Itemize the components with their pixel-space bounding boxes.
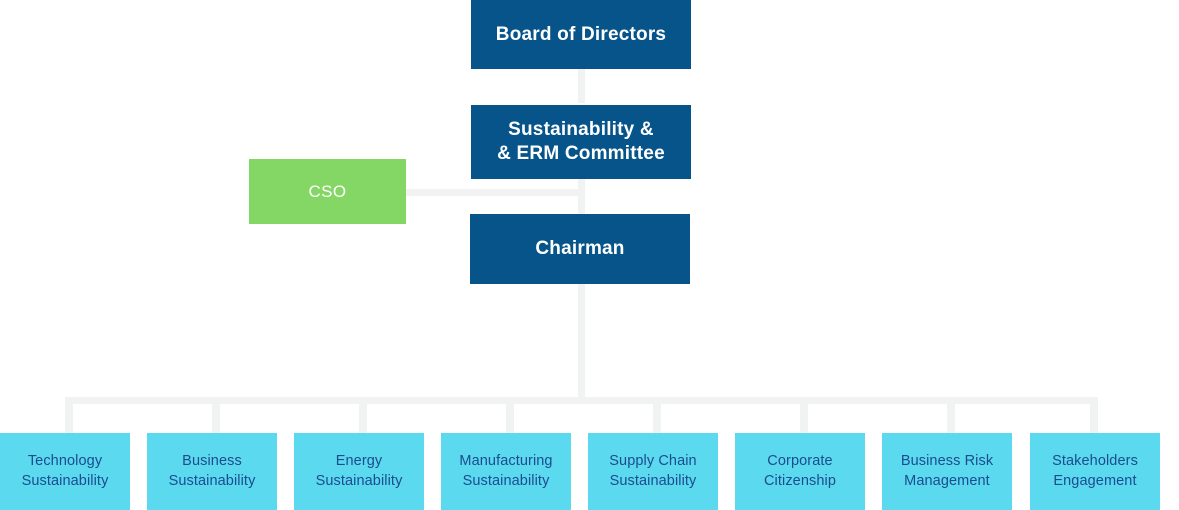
node-business-risk-management-label: Business Risk Management bbox=[900, 453, 994, 489]
connector-horizontal-bus bbox=[65, 397, 1098, 404]
node-board-of-directors-label: Board of Directors bbox=[495, 23, 667, 45]
node-business-sustainability-label: Business Sustainability bbox=[168, 453, 256, 489]
node-stakeholders-engagement-label: Stakeholders Engagement bbox=[1052, 453, 1138, 489]
connector-chairman-trunk-vertical bbox=[578, 284, 585, 397]
connector-board-to-committee bbox=[578, 69, 585, 103]
node-business-risk-management[interactable]: Business Risk Management bbox=[882, 433, 1012, 510]
node-manufacturing-sustainability[interactable]: Manufacturing Sustainability bbox=[441, 433, 571, 510]
connector-drop-6 bbox=[800, 397, 808, 433]
node-stakeholders-engagement[interactable]: Stakeholders Engagement bbox=[1030, 433, 1160, 510]
connector-drop-7 bbox=[947, 397, 955, 433]
connector-drop-3 bbox=[359, 397, 367, 433]
node-technology-sustainability-label: Technology Sustainability bbox=[21, 453, 109, 489]
connector-cso-to-trunk bbox=[406, 189, 581, 196]
node-technology-sustainability[interactable]: Technology Sustainability bbox=[0, 433, 130, 510]
node-corporate-citizenship[interactable]: Corporate Citizenship bbox=[735, 433, 865, 510]
node-supply-chain-sustainability[interactable]: Supply Chain Sustainability bbox=[588, 433, 718, 510]
connector-drop-4 bbox=[506, 397, 514, 433]
node-corporate-citizenship-label: Corporate Citizenship bbox=[763, 453, 837, 489]
connector-drop-5 bbox=[653, 397, 661, 433]
node-energy-sustainability-label: Energy Sustainability bbox=[315, 453, 403, 489]
node-cso-label: CSO bbox=[308, 181, 347, 201]
node-sustainability-erm-committee-label: Sustainability & & ERM Committee bbox=[497, 119, 665, 164]
node-supply-chain-sustainability-label: Supply Chain Sustainability bbox=[609, 453, 697, 489]
connector-drop-2 bbox=[212, 397, 220, 433]
connector-drop-1 bbox=[65, 397, 73, 433]
node-cso[interactable]: CSO bbox=[249, 159, 406, 224]
node-chairman[interactable]: Chairman bbox=[470, 214, 690, 284]
node-business-sustainability[interactable]: Business Sustainability bbox=[147, 433, 277, 510]
connector-drop-8 bbox=[1090, 397, 1098, 433]
node-manufacturing-sustainability-label: Manufacturing Sustainability bbox=[459, 453, 553, 489]
node-sustainability-erm-committee[interactable]: Sustainability & & ERM Committee bbox=[471, 105, 691, 179]
node-board-of-directors[interactable]: Board of Directors bbox=[471, 0, 691, 69]
node-energy-sustainability[interactable]: Energy Sustainability bbox=[294, 433, 424, 510]
node-chairman-label: Chairman bbox=[535, 238, 625, 260]
connector-committee-to-chairman bbox=[578, 179, 585, 214]
